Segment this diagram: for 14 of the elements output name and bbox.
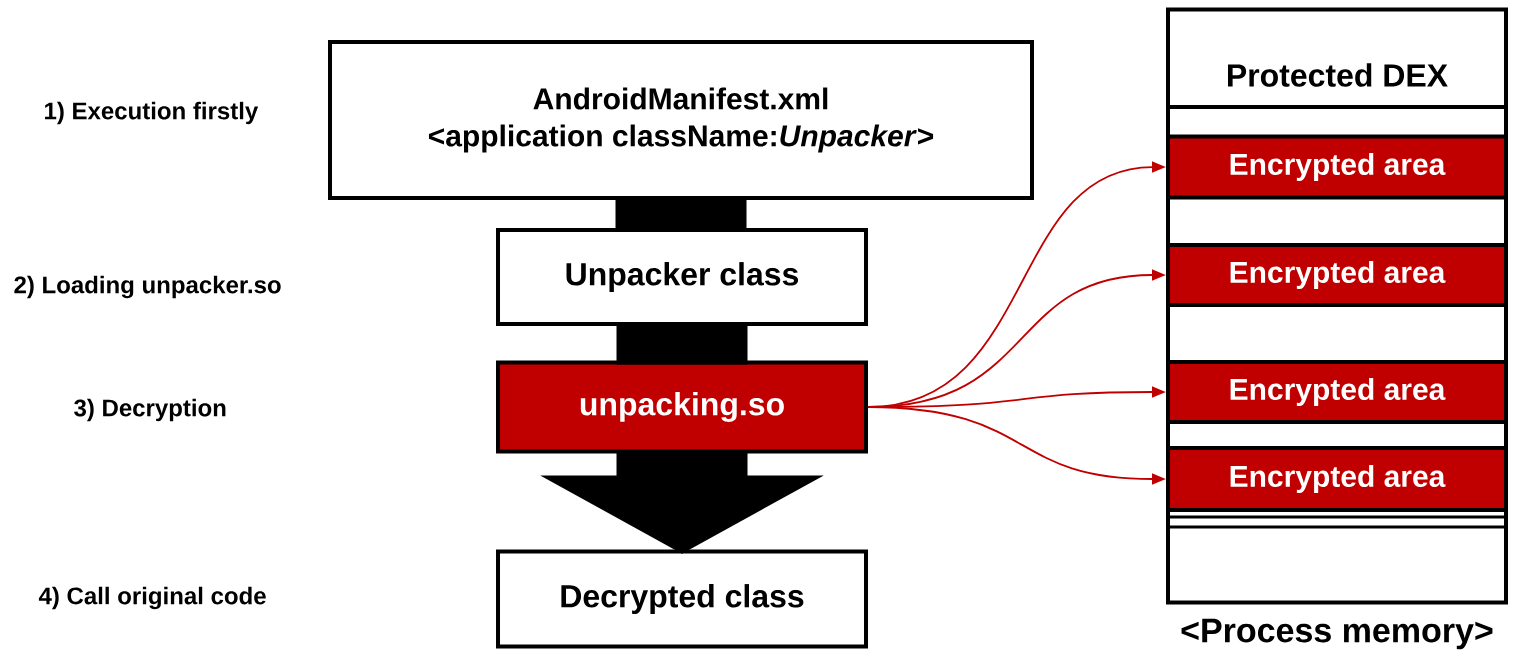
manifest-box: AndroidManifest.xml <application className:Unpacker> <box>328 40 1034 200</box>
encrypted-area: Encrypted area <box>1166 134 1508 200</box>
step-label: 3) Decryption <box>74 398 226 422</box>
class-box: Unpacker class <box>496 228 868 326</box>
encrypted-area: Encrypted area <box>1166 446 1508 512</box>
encrypted-area: Encrypted area <box>1166 243 1508 307</box>
library-box: unpacking.so <box>496 360 868 454</box>
step-label: 4) Call original code <box>38 586 266 610</box>
encrypted-area: Encrypted area <box>1166 360 1508 424</box>
step-label: 1) Execution firstly <box>45 101 259 125</box>
block-arrow <box>540 450 824 554</box>
column-caption: <Process memory> <box>1181 618 1493 650</box>
class-box: Decrypted class <box>496 549 868 649</box>
step-label: 2) Loading unpacker.so <box>14 275 281 299</box>
